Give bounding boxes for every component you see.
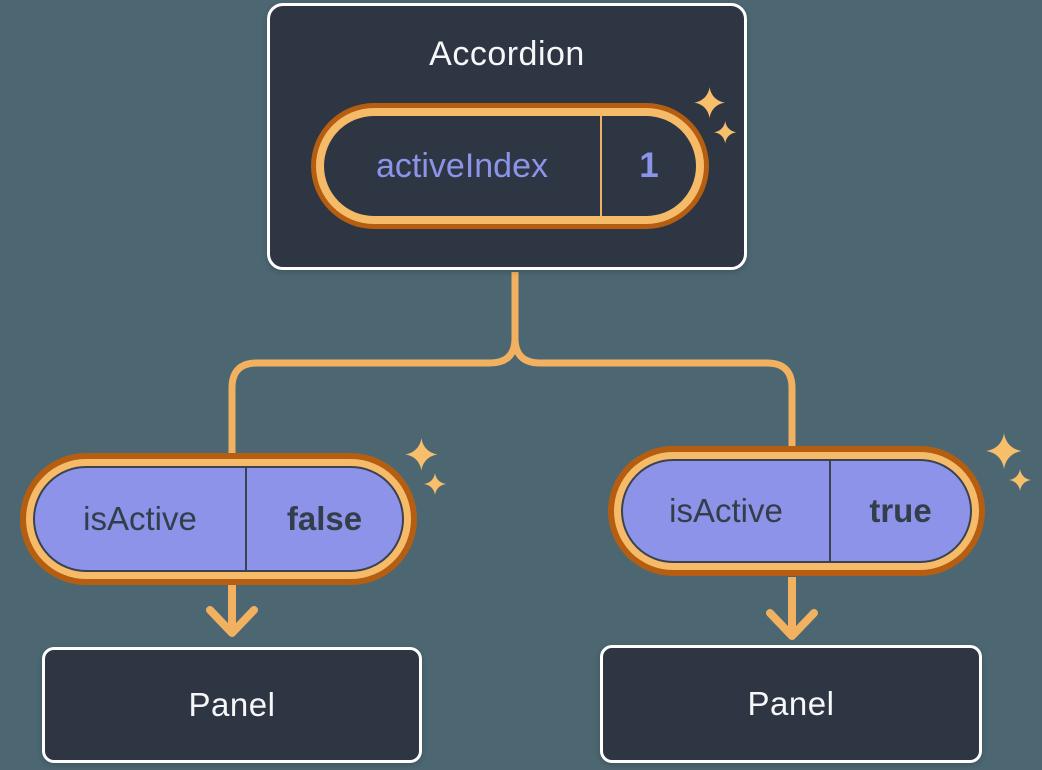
pill-separator [829,461,831,561]
sparkle-icon [405,438,446,495]
sparkle-icon [986,433,1031,491]
panel-node-left: Panel [42,647,422,763]
panel-title: Panel [747,685,835,722]
arrow-right-head [766,609,818,640]
state-pill-activeindex: activeIndex 1 [311,103,709,229]
prop-value: true [869,492,932,529]
state-value: 1 [639,146,659,185]
accordion-title: Accordion [429,35,585,73]
prop-pill-gold-ring: isActive true [614,452,979,570]
panel-node-right: Panel [600,645,982,763]
prop-pill-core: isActive true [621,459,972,563]
prop-label: isActive [669,492,783,529]
branch-left-line [228,272,519,458]
panel-title: Panel [188,686,276,723]
accordion-node: Accordion activeIndex 1 [267,3,747,270]
state-label: activeIndex [376,146,548,185]
prop-label: isActive [83,500,197,537]
pill-separator [600,116,602,216]
prop-value: false [286,500,363,537]
pill-separator [245,468,247,570]
prop-pill-gold-ring: isActive false [26,459,411,579]
state-pill-gold-ring: activeIndex 1 [316,108,704,224]
state-pill-core: activeIndex 1 [324,116,696,216]
branch-right-line [511,272,796,450]
prop-pill-core: isActive false [33,466,404,572]
prop-pill-isactive-true: isActive true [608,446,985,576]
prop-pill-isactive-false: isActive false [20,453,417,585]
arrow-left-head [206,606,258,637]
